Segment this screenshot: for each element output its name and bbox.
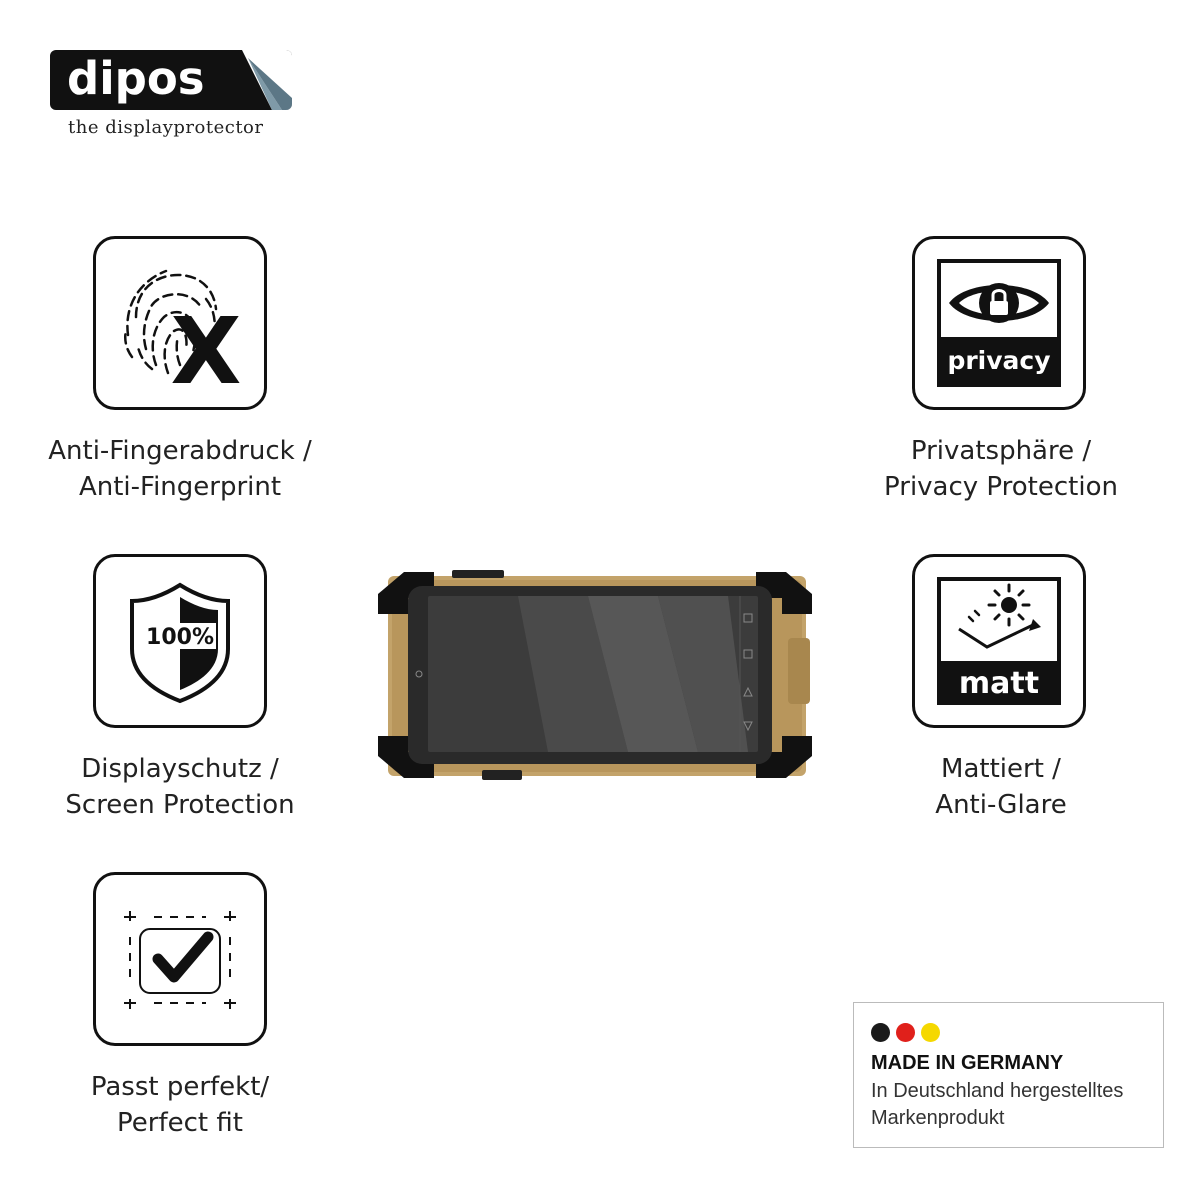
caption-line-de: Privatsphäre / — [910, 436, 1092, 466]
caption-line-de: Mattiert / — [941, 754, 1061, 784]
logo-badge: dipos — [50, 50, 292, 110]
feature-caption: Passt perfekt/ Perfect fit — [10, 1069, 350, 1141]
shield-badge-text: 100% — [146, 625, 214, 650]
caption-line-de: Displayschutz / — [81, 754, 279, 784]
matt-badge-text: matt — [959, 666, 1039, 701]
brand-logo: dipos the displayprotector — [50, 50, 300, 145]
logo-peel-icon — [242, 50, 292, 110]
flag-dot-red — [896, 1023, 915, 1042]
rugged-tablet-device — [378, 570, 812, 780]
caption-line-en: Screen Protection — [65, 790, 295, 820]
caption-line-de: Anti-Fingerabdruck / — [48, 436, 312, 466]
caption-line-en: Privacy Protection — [884, 472, 1118, 502]
anti-fingerprint-icon: X — [93, 236, 267, 410]
caption-line-de: Passt perfekt/ — [90, 1072, 270, 1102]
made-in-germany-box: MADE IN GERMANY In Deutschland hergestel… — [853, 1002, 1164, 1148]
logo-wordmark: dipos — [67, 52, 205, 105]
flag-dot-gold — [921, 1023, 940, 1042]
shield-100-icon: 100% — [93, 554, 267, 728]
feature-caption: Privatsphäre / Privacy Protection — [831, 433, 1171, 505]
matt-sun-icon: matt — [912, 554, 1086, 728]
feature-caption: Anti-Fingerabdruck / Anti-Fingerprint — [10, 433, 350, 505]
flag-dot-black — [871, 1023, 890, 1042]
perfect-fit-check-icon — [93, 872, 267, 1046]
caption-line-en: Anti-Glare — [935, 790, 1067, 820]
svg-text:X: X — [171, 298, 242, 405]
privacy-eye-lock-icon: privacy — [912, 236, 1086, 410]
made-in-germany-line-1: In Deutschland hergestelltes — [871, 1080, 1124, 1102]
made-in-germany-line-2: Markenprodukt — [871, 1107, 1005, 1129]
made-in-germany-title: MADE IN GERMANY — [871, 1052, 1064, 1074]
logo-tagline: the displayprotector — [68, 117, 264, 138]
feature-caption: Mattiert / Anti-Glare — [831, 751, 1171, 823]
feature-caption: Displayschutz / Screen Protection — [10, 751, 350, 823]
privacy-badge-text: privacy — [947, 346, 1050, 375]
caption-line-en: Perfect fit — [117, 1108, 243, 1138]
caption-line-en: Anti-Fingerprint — [78, 472, 282, 502]
